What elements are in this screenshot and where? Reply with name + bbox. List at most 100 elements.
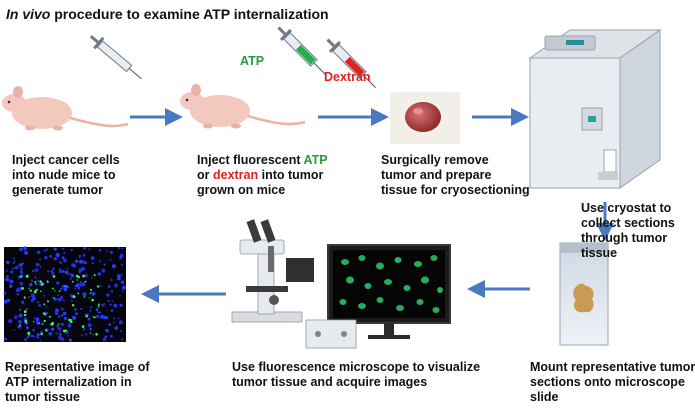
atp-dot xyxy=(33,290,37,294)
nucleus-dot xyxy=(61,247,64,250)
atp-dot xyxy=(50,322,54,326)
atp-dot xyxy=(98,303,100,306)
atp-dot xyxy=(43,313,47,316)
atp-dot xyxy=(40,332,43,336)
atp-dot xyxy=(90,288,92,291)
nucleus-dot xyxy=(119,295,121,297)
nucleus-dot xyxy=(34,268,39,272)
nucleus-dot xyxy=(91,291,96,296)
atp-dot xyxy=(89,332,92,334)
nucleus-dot xyxy=(117,276,121,281)
nucleus-dot xyxy=(92,333,94,336)
nucleus-dot xyxy=(66,267,69,270)
nucleus-dot xyxy=(24,250,27,253)
nucleus-dot xyxy=(119,304,123,307)
atp-dot xyxy=(89,292,92,295)
atp-dot xyxy=(38,322,41,324)
nucleus-dot xyxy=(26,336,29,339)
nucleus-dot xyxy=(41,322,44,326)
nucleus-dot xyxy=(63,251,66,254)
nucleus-dot xyxy=(111,300,114,302)
nucleus-dot xyxy=(60,322,64,326)
nucleus-dot xyxy=(89,327,92,331)
atp-dot xyxy=(93,274,96,277)
nucleus-dot xyxy=(50,327,55,331)
fluorescence-image xyxy=(3,246,126,342)
nucleus-dot xyxy=(100,314,105,319)
atp-dot xyxy=(97,305,100,307)
nucleus-dot xyxy=(36,335,39,339)
step5-line: sections onto microscope xyxy=(530,375,685,389)
step6-caption: Use fluorescence microscope to visualize… xyxy=(232,360,480,390)
nucleus-dot xyxy=(32,296,36,301)
tumor-photo xyxy=(390,92,460,144)
step6-line: tumor tissue and acquire images xyxy=(232,375,428,389)
nucleus-dot xyxy=(9,279,13,283)
nucleus-dot xyxy=(10,270,14,274)
atp-dot xyxy=(48,315,51,318)
nucleus-dot xyxy=(74,288,77,290)
nucleus-dot xyxy=(23,246,27,251)
nucleus-dot xyxy=(80,266,86,271)
nucleus-dot xyxy=(74,312,79,316)
nucleus-dot xyxy=(110,309,114,312)
step5-caption: Mount representative tumor sections onto… xyxy=(530,360,695,405)
nucleus-dot xyxy=(109,259,112,261)
nucleus-dot xyxy=(80,307,83,310)
nucleus-dot xyxy=(82,328,85,331)
step2-atp: ATP xyxy=(303,153,328,167)
step4-line: through tumor xyxy=(581,231,668,245)
nucleus-dot xyxy=(68,325,71,328)
step2-caption: Inject fluorescent ATP or dextran into t… xyxy=(197,153,328,198)
nucleus-dot xyxy=(60,307,64,311)
nucleus-dot xyxy=(62,299,65,302)
nucleus-dot xyxy=(110,278,113,282)
nucleus-dot xyxy=(8,319,13,324)
atp-dot xyxy=(52,275,56,278)
nucleus-dot xyxy=(81,334,84,337)
nucleus-dot xyxy=(63,287,68,292)
nucleus-dot xyxy=(88,248,91,251)
nucleus-dot xyxy=(59,296,64,300)
nucleus-dot xyxy=(91,277,93,279)
step3-line: Surgically remove xyxy=(381,153,489,167)
light-source-box xyxy=(305,319,357,349)
step1-caption: Inject cancer cells into nude mice to ge… xyxy=(12,153,120,198)
nucleus-dot xyxy=(60,337,65,342)
atp-dot xyxy=(91,298,94,302)
nucleus-dot xyxy=(32,328,35,332)
nucleus-dot xyxy=(12,262,15,264)
nucleus-dot xyxy=(106,250,108,252)
nucleus-dot xyxy=(54,308,59,313)
atp-dot xyxy=(25,274,29,278)
nucleus-dot xyxy=(43,249,46,252)
nucleus-dot xyxy=(55,332,58,335)
nucleus-dot xyxy=(103,315,107,320)
syringe-icon-1 xyxy=(89,35,142,80)
nucleus-dot xyxy=(113,317,116,320)
nucleus-dot xyxy=(106,293,110,297)
nucleus-dot xyxy=(69,294,74,298)
nucleus-dot xyxy=(121,247,124,250)
nucleus-dot xyxy=(110,290,114,293)
nucleus-dot xyxy=(35,317,40,322)
nucleus-dot xyxy=(70,273,75,278)
atp-dot xyxy=(24,319,28,323)
nucleus-dot xyxy=(74,308,77,311)
nucleus-dot xyxy=(53,257,57,261)
nucleus-dot xyxy=(103,263,106,266)
atp-dot xyxy=(40,290,42,293)
atp-dot xyxy=(93,316,96,319)
step1-line: Inject cancer cells xyxy=(12,153,120,167)
nucleus-dot xyxy=(39,266,42,268)
nucleus-dot xyxy=(98,248,102,252)
nucleus-dot xyxy=(72,264,76,268)
nucleus-dot xyxy=(89,306,93,309)
nucleus-dot xyxy=(97,311,100,314)
nucleus-dot xyxy=(109,303,112,306)
nucleus-dot xyxy=(103,303,106,305)
nucleus-dot xyxy=(57,298,59,300)
nucleus-dot xyxy=(95,308,99,312)
nucleus-dot xyxy=(88,297,91,299)
step3-line: tumor and prepare xyxy=(381,168,492,182)
